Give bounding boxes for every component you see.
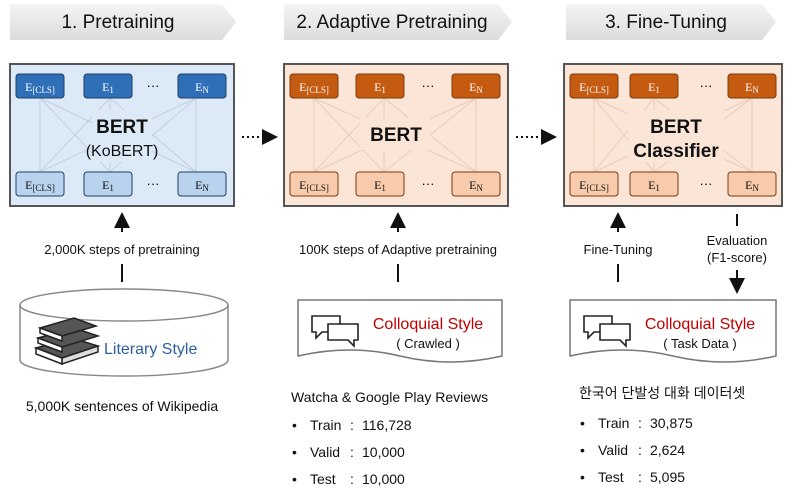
chat-bubbles-icon — [583, 315, 631, 348]
bullet: • — [580, 442, 585, 458]
stage-1-bert-box: E[CLS] E1 ··· EN E[CLS] E1 ··· EN BERT (… — [9, 63, 235, 207]
stat-sep: : — [638, 442, 642, 458]
model-title: BERT — [370, 125, 422, 146]
token-e1: E1 — [374, 178, 386, 193]
stage-1-header: 1. Pretraining — [10, 4, 236, 40]
evaluation-label: Evaluation — [707, 233, 768, 248]
stat-sep: : — [638, 469, 642, 485]
stage-3-document — [569, 299, 777, 363]
model-subtitle: (KoBERT) — [86, 143, 159, 160]
token-e1: E1 — [102, 178, 114, 193]
stat-value: 10,000 — [362, 471, 405, 487]
stat-label: Valid — [310, 444, 340, 460]
token-e1: E1 — [648, 80, 660, 95]
stat-value: 30,875 — [650, 415, 693, 431]
stat-sep: : — [638, 415, 642, 431]
token-dots: ··· — [147, 78, 160, 93]
stage-3-data-caption: 한국어 단발성 대화 데이터셋 — [579, 385, 745, 401]
token-e1: E1 — [374, 80, 386, 95]
token-e1: E1 — [648, 178, 660, 193]
stage-2-arrow-label: 100K steps of Adaptive pretraining — [299, 242, 497, 257]
stage-2-title: 2. Adaptive Pretraining — [296, 12, 487, 33]
data-source-sub: ( Task Data ) — [663, 336, 736, 351]
stat-value: 10,000 — [362, 444, 405, 460]
stage-3-arrow-label: Fine-Tuning — [584, 242, 653, 257]
stage-2-document — [297, 299, 503, 363]
chat-bubbles-icon — [311, 315, 359, 348]
bullet: • — [292, 471, 297, 487]
stage-1-data-caption: 5,000K sentences of Wikipedia — [26, 398, 218, 414]
stage-2-bert-box: E[CLS] E1 ··· EN E[CLS] E1 ··· EN BERT — [283, 63, 509, 207]
token-dots: ··· — [422, 176, 435, 191]
stage-3-stats: • Train : 30,875 • Valid : 2,624 • Test … — [580, 415, 693, 485]
stage-3-bert-box: E[CLS] E1 ··· EN E[CLS] E1 ··· EN BERT C… — [563, 63, 783, 207]
stage-3-header: 3. Fine-Tuning — [566, 4, 776, 40]
bullet: • — [580, 415, 585, 431]
stat-value: 2,624 — [650, 442, 685, 458]
model-title: BERT — [650, 117, 702, 138]
stat-label: Test — [310, 471, 336, 487]
literary-style-label: Literary Style — [104, 341, 197, 358]
token-dots: ··· — [700, 176, 713, 191]
colloquial-style-label: Colloquial Style — [373, 316, 483, 333]
stat-label: Train — [598, 415, 629, 431]
stat-label: Train — [310, 417, 341, 433]
stage-3-title: 3. Fine-Tuning — [605, 12, 727, 33]
books-icon — [33, 317, 101, 366]
token-dots: ··· — [422, 78, 435, 93]
stat-sep: : — [350, 471, 354, 487]
bullet: • — [580, 469, 585, 485]
model-subtitle: Classifier — [633, 141, 719, 162]
model-title: BERT — [96, 117, 148, 138]
stat-sep: : — [350, 417, 354, 433]
token-dots: ··· — [147, 176, 160, 191]
colloquial-style-label: Colloquial Style — [645, 316, 755, 333]
stage-1-arrow-label: 2,000K steps of pretraining — [44, 242, 199, 257]
stat-label: Valid — [598, 442, 628, 458]
token-dots: ··· — [700, 78, 713, 93]
stage-1-title: 1. Pretraining — [61, 12, 174, 33]
token-e1: E1 — [102, 80, 114, 95]
stat-sep: : — [350, 444, 354, 460]
data-source-sub: ( Crawled ) — [396, 336, 460, 351]
stat-value: 116,728 — [362, 417, 412, 433]
bullet: • — [292, 444, 297, 460]
stage-2-header: 2. Adaptive Pretraining — [284, 4, 512, 40]
bullet: • — [292, 417, 297, 433]
stage-2-stats: • Train : 116,728 • Valid : 10,000 • Tes… — [292, 417, 412, 487]
stat-value: 5,095 — [650, 469, 685, 485]
evaluation-metric-label: (F1-score) — [707, 250, 767, 265]
stage-2-data-caption: Watcha & Google Play Reviews — [291, 389, 488, 405]
stat-label: Test — [598, 469, 624, 485]
